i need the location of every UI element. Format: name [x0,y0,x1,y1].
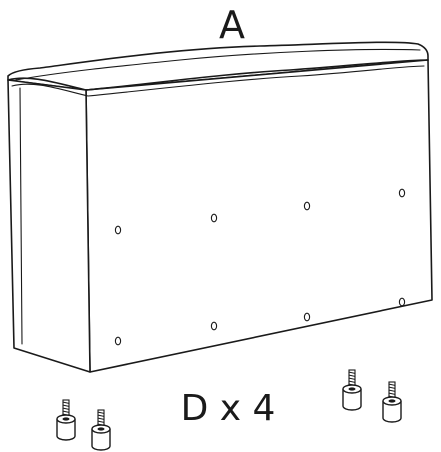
screw-foot-icon [56,399,76,441]
screw-foot-icon [342,369,362,411]
hole-2 [210,213,218,223]
mounting-holes [114,188,406,346]
quantity-label: D x 4 [181,388,276,429]
cushion-panel-icon [7,41,433,373]
screw-feet [56,369,402,451]
hole-1 [114,225,122,235]
hole-5 [114,336,122,346]
screw-foot-icon [91,409,111,451]
hole-4 [398,188,406,198]
screw-foot-icon [382,381,402,423]
hole-7 [303,312,311,322]
hole-3 [303,201,311,211]
hole-6 [210,321,218,331]
part-label: A [219,3,245,47]
hole-8 [398,297,406,307]
